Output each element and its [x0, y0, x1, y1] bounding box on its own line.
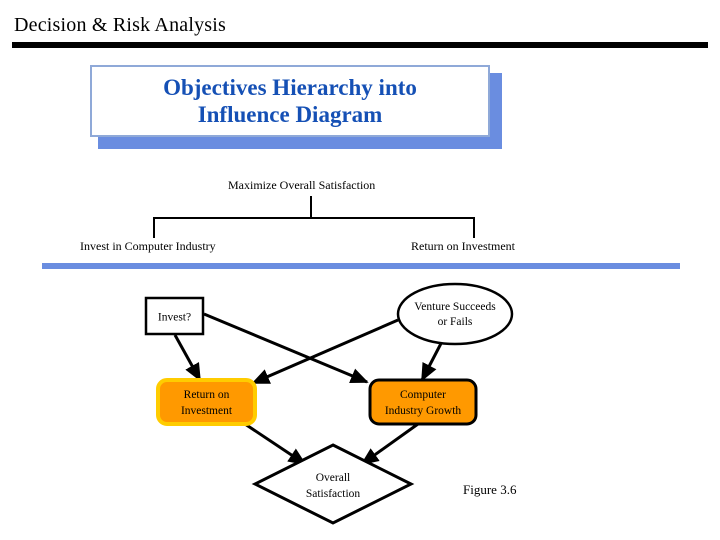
- node-overall-label-line2: Satisfaction: [306, 488, 361, 500]
- node-roi-label-line1: Return on: [184, 389, 230, 401]
- edge-invest-to-growth: [203, 312, 369, 384]
- title-card-line2: Influence Diagram: [197, 102, 383, 127]
- node-overall-satisfaction[interactable]: Overall Satisfaction: [251, 443, 415, 525]
- node-roi-label-line2: Investment: [181, 405, 233, 417]
- tree-branch-left: [153, 217, 155, 238]
- edge-growth-to-overall: [360, 422, 419, 466]
- title-card: Objectives Hierarchy into Influence Diag…: [90, 65, 490, 137]
- node-venture-label-line2: or Fails: [438, 316, 473, 328]
- edge-venture-to-roi: [251, 318, 399, 385]
- influence-diagram: Invest? Venture Succeeds or Fails Return…: [144, 282, 514, 525]
- node-overall-label-line1: Overall: [316, 472, 350, 484]
- title-card-line1: Objectives Hierarchy into: [163, 75, 417, 100]
- node-computer-industry-growth[interactable]: Computer Industry Growth: [368, 378, 478, 426]
- edge-invest-to-roi: [173, 334, 202, 382]
- hierarchy-child-1-label: Return on Investment: [411, 239, 515, 253]
- hierarchy-child-0-label: Invest in Computer Industry: [80, 239, 216, 253]
- edge-roi-to-overall: [244, 422, 307, 466]
- node-return-on-investment[interactable]: Return on Investment: [156, 378, 257, 426]
- node-invest-label-line1: Invest?: [158, 312, 191, 324]
- node-venture-label-line1: Venture Succeeds: [414, 301, 496, 313]
- node-invest[interactable]: Invest?: [144, 296, 205, 336]
- figure-caption: Figure 3.6: [463, 482, 517, 497]
- hierarchy-root-label: Maximize Overall Satisfaction: [228, 178, 376, 192]
- tree-stem-vertical: [310, 196, 312, 218]
- tree-bar-horizontal: [153, 217, 475, 219]
- title-card-text: Objectives Hierarchy into Influence Diag…: [163, 74, 417, 128]
- tree-branch-right: [473, 217, 475, 238]
- node-growth-label-line2: Industry Growth: [385, 405, 462, 417]
- node-venture[interactable]: Venture Succeeds or Fails: [396, 282, 514, 346]
- node-growth-label-line1: Computer: [400, 389, 446, 401]
- section-divider: [42, 263, 680, 269]
- header-rule: [12, 42, 708, 48]
- header-title: Decision & Risk Analysis: [14, 14, 227, 36]
